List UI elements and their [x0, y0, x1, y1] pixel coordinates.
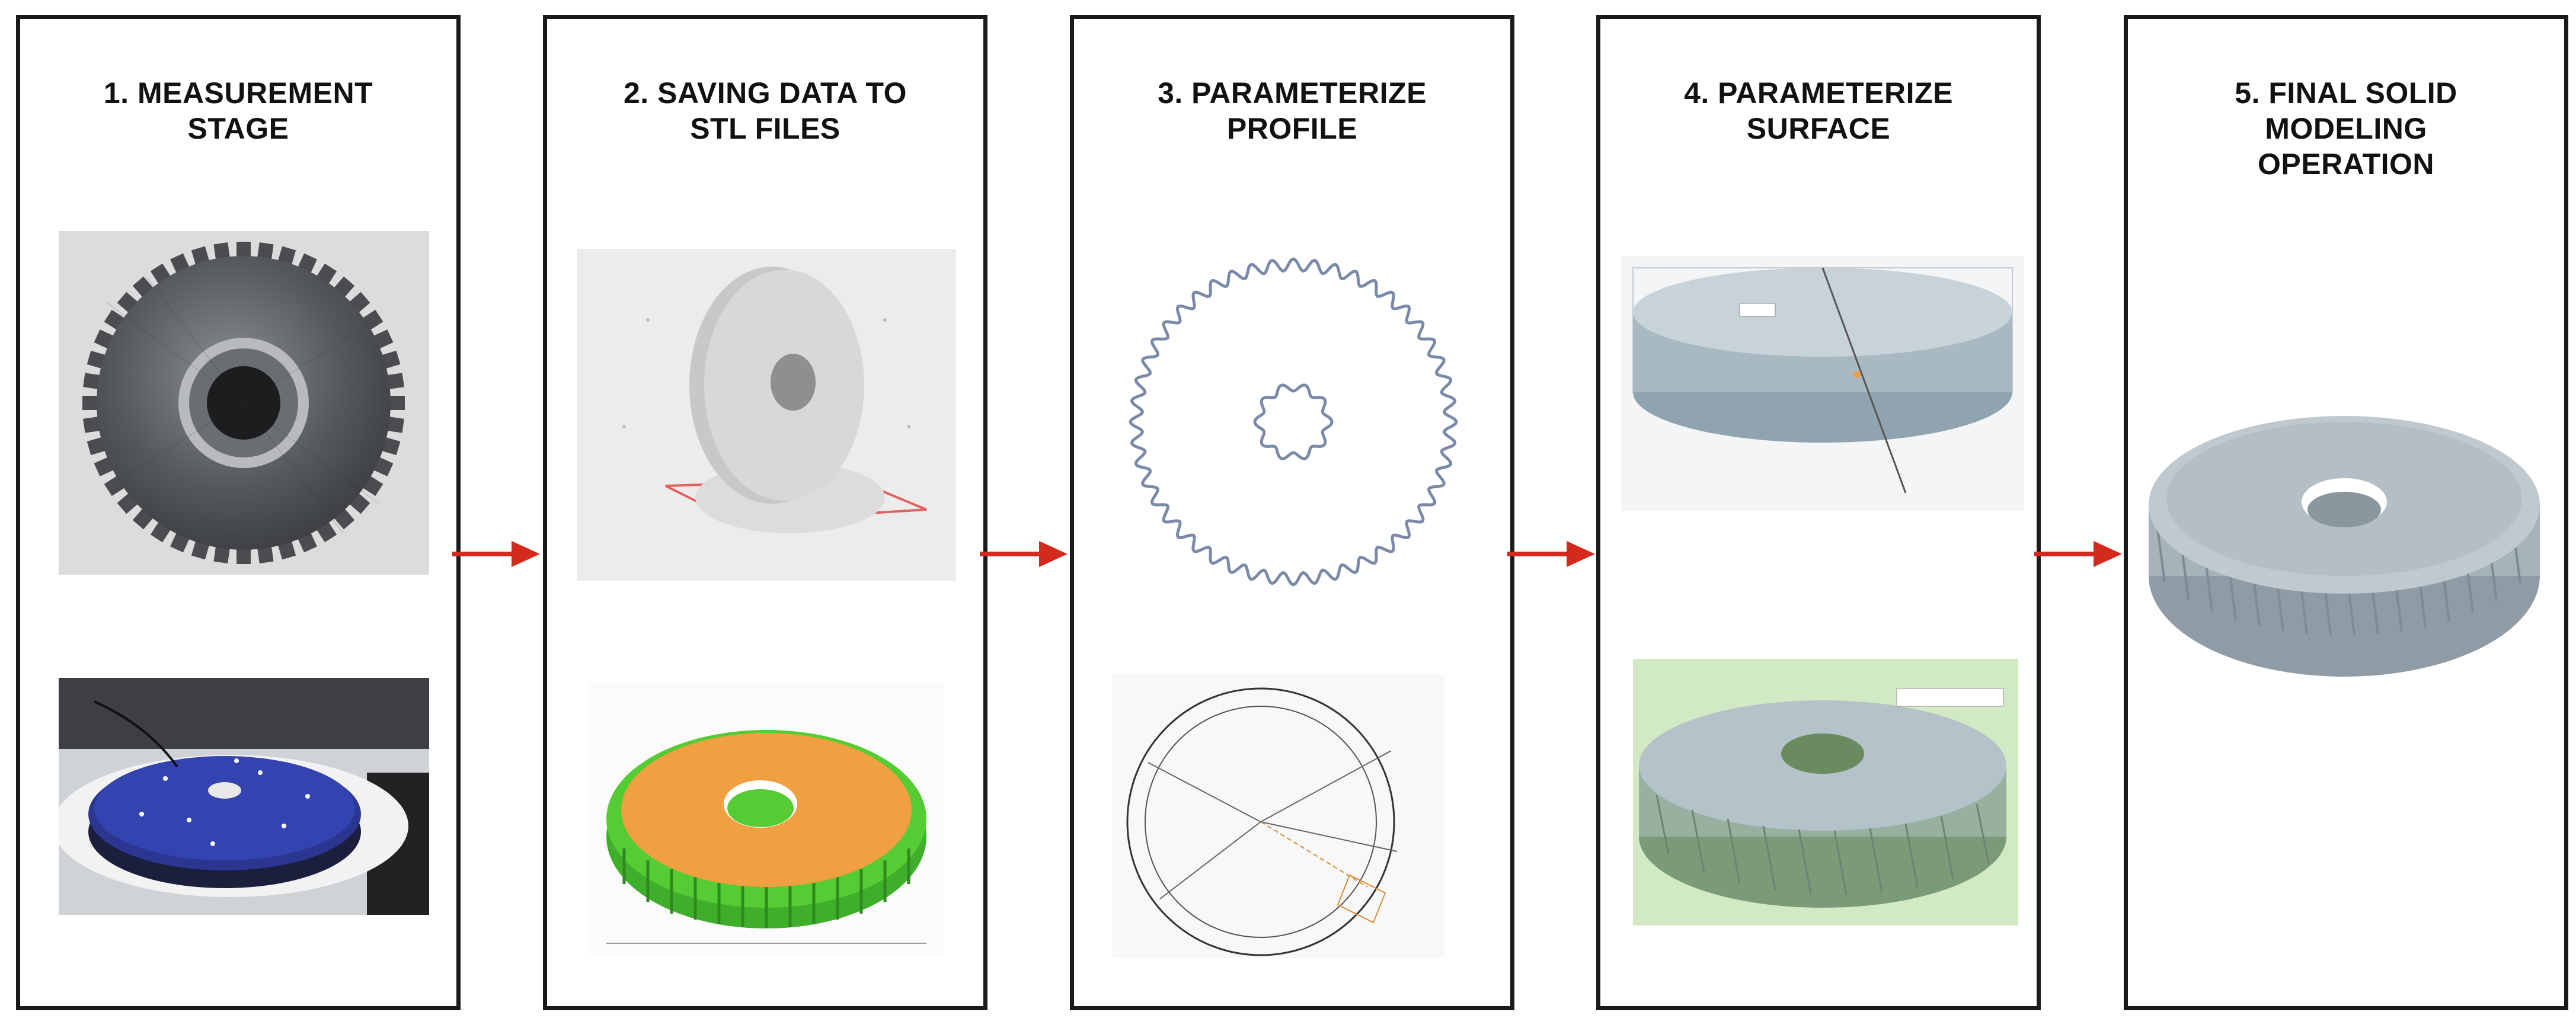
arrow-right-icon: [1507, 541, 1595, 567]
stl-colored-view: [589, 683, 944, 955]
stage-4-title: 4. PARAMETERIZE SURFACE: [1612, 75, 2025, 146]
stl-colored-image: [589, 683, 944, 955]
stage-2-panel: 2. SAVING DATA TO STL FILES: [543, 15, 987, 1010]
stage-5-title-line-1: 5. FINAL SOLID: [2235, 76, 2457, 110]
final-solid-gear: [2140, 404, 2555, 712]
stage-4-title-line-1: 4. PARAMETERIZE: [1684, 76, 1953, 110]
arrow-right-icon: [980, 541, 1068, 567]
stage-1-title-line-2: STAGE: [187, 112, 289, 145]
scanner-photo-image: [59, 678, 429, 915]
gear-profile-outline: [1098, 244, 1489, 600]
stage-3-title: 3. PARAMETERIZE PROFILE: [1086, 75, 1498, 146]
gear-profile-image: [1129, 257, 1458, 587]
stage-5-panel: 5. FINAL SOLID MODELING OPERATION: [2124, 15, 2568, 1010]
cad-sketch-view: [1113, 674, 1444, 958]
scanner-photo: [59, 678, 429, 915]
stage-1-title: 1. MEASUREMENT STAGE: [32, 75, 445, 146]
stage-2-title-line-1: 2. SAVING DATA TO: [623, 76, 907, 110]
stage-3-title-line-2: PROFILE: [1226, 112, 1358, 145]
cylinder-surface-image: [1621, 256, 2024, 511]
gear-surface-image: [1633, 659, 2018, 925]
stage-1-panel: 1. MEASUREMENT STAGE: [16, 15, 461, 1010]
stage-4-title-line-2: SURFACE: [1746, 112, 1891, 145]
cylinder-surface-view: [1621, 256, 2024, 511]
stage-1-title-line-1: 1. MEASUREMENT: [103, 76, 373, 110]
gear-photo: [59, 231, 429, 575]
arrow-right-icon: [452, 541, 540, 567]
stage-3-title-line-1: 3. PARAMETERIZE: [1158, 76, 1427, 110]
gear-photo-image: [59, 231, 429, 575]
stage-5-title-line-2: MODELING: [2265, 112, 2427, 145]
stage-2-title: 2. SAVING DATA TO STL FILES: [559, 75, 971, 146]
arrow-right-icon: [2034, 541, 2122, 567]
cad-sketch-image: [1113, 674, 1444, 958]
stage-5-title: 5. FINAL SOLID MODELING OPERATION: [2140, 75, 2552, 182]
stage-5-title-line-3: OPERATION: [2257, 148, 2435, 181]
final-solid-gear-image: [2149, 416, 2540, 677]
stl-mesh-image: [577, 249, 956, 581]
stage-3-panel: 3. PARAMETERIZE PROFILE: [1070, 15, 1514, 1010]
stl-mesh-view: [577, 249, 956, 581]
gear-surface-view: [1633, 659, 2018, 925]
stage-4-panel: 4. PARAMETERIZE SURFACE: [1596, 15, 2041, 1010]
stage-2-title-line-2: STL FILES: [690, 112, 840, 145]
